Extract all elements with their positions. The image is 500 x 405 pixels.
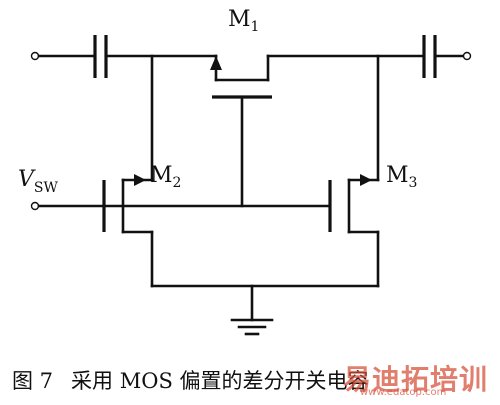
m3-label: M3 [386,163,417,191]
left-top-terminal [30,51,40,61]
m1-label: M1 [228,7,259,35]
figure-number: 图 7 [12,369,54,393]
m1-arrow-icon [210,56,222,70]
m2-label: M2 [150,163,181,191]
figure-caption: 图 7 采用 MOS 偏置的差分开关电容 [12,360,369,400]
m3-arrow-icon [360,174,372,186]
top-rail [30,35,472,78]
transistor-m2 [102,54,154,288]
vsw-line [30,201,332,211]
right-top-terminal [462,51,472,61]
figure-title: 采用 MOS 偏置的差分开关电容 [71,369,369,393]
m2-arrow-icon [134,174,146,186]
transistor-m3 [328,54,380,288]
ground-network [150,284,380,336]
watermark-logo: 易迪拓培训 [343,363,489,396]
component-labels: M1 M2 M3 VSW [18,7,417,196]
watermark-url: www.edatop.com [360,387,447,398]
transistor-m1 [210,54,272,208]
vsw-terminal [30,201,40,211]
vsw-label: VSW [18,167,58,196]
